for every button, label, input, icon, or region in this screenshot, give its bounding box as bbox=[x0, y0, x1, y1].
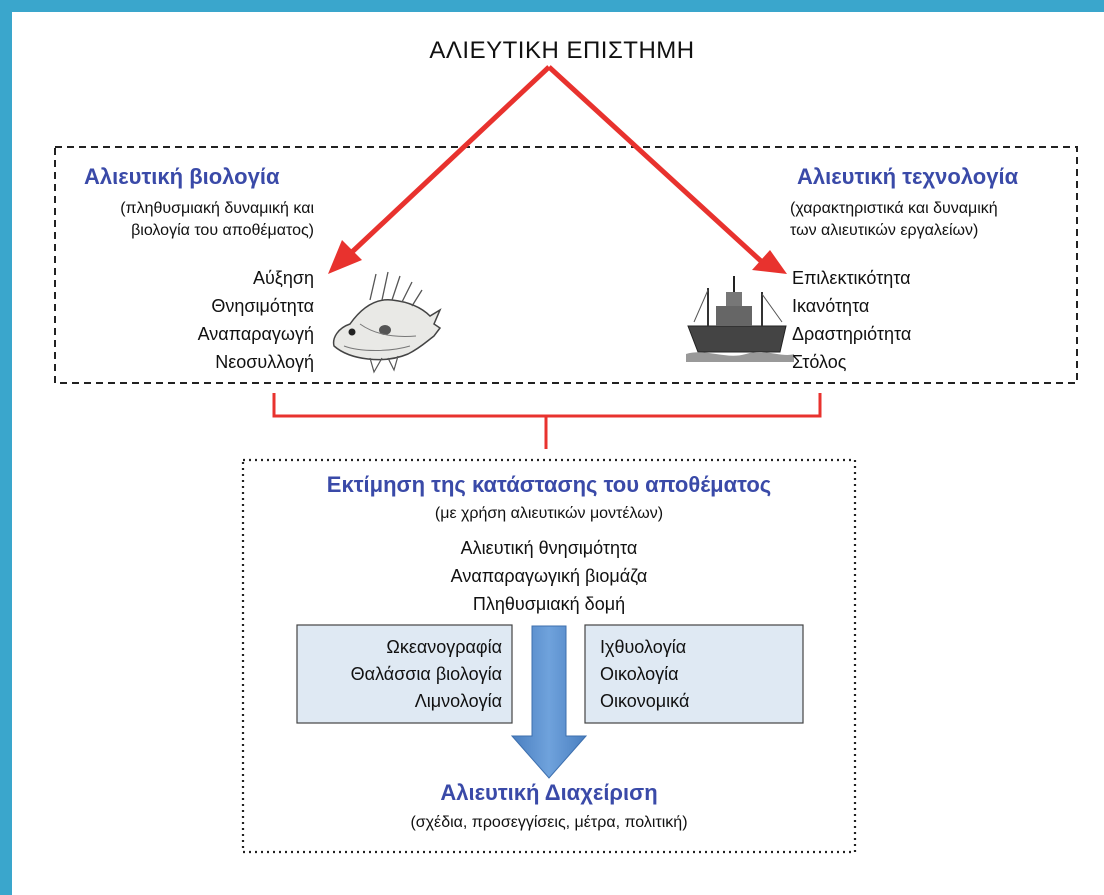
technology-item: Στόλος bbox=[792, 352, 847, 372]
biology-item: Αύξηση bbox=[252, 268, 314, 288]
assessment-items: Αλιευτική θνησιμότητα Αναπαραγωγική βιομ… bbox=[243, 534, 855, 618]
technology-heading: Αλιευτική τεχνολογία bbox=[797, 164, 1019, 189]
red-arrows bbox=[350, 65, 764, 264]
management-subtitle: (σχέδια, προσεγγίσεις, μέτρα, πολιτική) bbox=[410, 814, 688, 831]
left-box-item: Λιμνολογία bbox=[414, 691, 502, 711]
biology-item: Αναπαραγωγή bbox=[197, 324, 314, 344]
diagram-title: ΑΛΙΕΥΤΙΚΗ ΕΠΙΣΤΗΜΗ bbox=[429, 37, 695, 64]
technology-item: Δραστηριότητα bbox=[792, 324, 912, 344]
technology-item: Ικανότητα bbox=[792, 296, 870, 316]
biology-subtitle-1: (πληθυσμιακή δυναμική και bbox=[120, 200, 314, 217]
biology-item: Νεοσυλλογή bbox=[215, 352, 314, 372]
fish-illustration bbox=[332, 271, 442, 374]
left-shaded-box bbox=[296, 624, 513, 724]
biology-item: Θνησιμότητα bbox=[211, 296, 314, 316]
biology-items: Αύξηση Θνησιμότητα Αναπαραγωγή Νεοσυλλογ… bbox=[112, 264, 314, 376]
diagram-canvas: ΑΛΙΕΥΤΙΚΗ ΕΠΙΣΤΗΜΗ Αλιευτική βιολογία (π… bbox=[12, 12, 1104, 895]
top-dashed-box bbox=[54, 146, 1078, 384]
technology-item: Επιλεκτικότητα bbox=[792, 268, 911, 288]
assessment-item: Αναπαραγωγική βιομάζα bbox=[450, 566, 648, 586]
red-bracket bbox=[272, 393, 822, 449]
right-shaded-box bbox=[584, 624, 804, 724]
right-box-item: Ιχθυολογία bbox=[600, 637, 687, 657]
assessment-heading: Εκτίμηση της κατάστασης του αποθέματος bbox=[326, 472, 772, 497]
right-box-items: Ιχθυολογία Οικολογία Οικονομικά bbox=[600, 634, 790, 715]
technology-items: Επιλεκτικότητα Ικανότητα Δραστηριότητα Σ… bbox=[792, 264, 911, 376]
bottom-dotted-box bbox=[241, 458, 857, 854]
diagram-graphics bbox=[54, 65, 1078, 854]
biology-subtitle-2: βιολογία του αποθέματος) bbox=[131, 222, 314, 239]
technology-subtitle-1: (χαρακτηριστικά και δυναμική bbox=[790, 200, 998, 217]
ship-illustration bbox=[686, 276, 794, 362]
right-box-item: Οικονομικά bbox=[600, 691, 690, 711]
left-box-item: Θαλάσσια βιολογία bbox=[350, 664, 502, 684]
left-box-items: Ωκεανογραφία Θαλάσσια βιολογία Λιμνολογί… bbox=[302, 634, 502, 715]
blue-down-arrow bbox=[510, 625, 588, 779]
management-heading: Αλιευτική Διαχείριση bbox=[440, 780, 658, 805]
biology-heading: Αλιευτική βιολογία bbox=[84, 164, 280, 189]
assessment-item: Πληθυσμιακή δομή bbox=[472, 594, 626, 614]
assessment-item: Αλιευτική θνησιμότητα bbox=[460, 538, 638, 558]
red-arrowhead-left bbox=[328, 240, 362, 274]
technology-subtitle-2: των αλιευτικών εργαλείων) bbox=[790, 222, 979, 239]
left-box-item: Ωκεανογραφία bbox=[386, 637, 502, 657]
red-arrowhead-right bbox=[752, 250, 787, 274]
right-box-item: Οικολογία bbox=[600, 664, 679, 684]
assessment-subtitle: (με χρήση αλιευτικών μοντέλων) bbox=[434, 505, 664, 522]
